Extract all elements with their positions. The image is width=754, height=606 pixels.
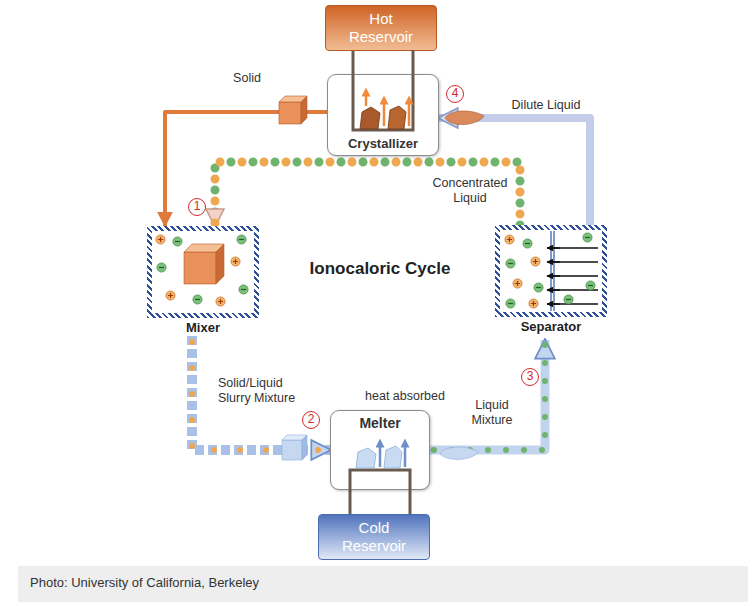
arrowhead [547, 289, 560, 291]
heat-note: heat absorbed [355, 389, 455, 404]
callout-number: 4 [446, 85, 464, 103]
ice-cube [282, 440, 302, 460]
solid-cube [216, 244, 224, 284]
membrane [551, 231, 554, 311]
anion [534, 283, 543, 292]
cation [505, 235, 514, 244]
anion [523, 239, 532, 248]
hatched-frame [495, 225, 607, 317]
cation [529, 299, 538, 308]
liquid-blob [445, 111, 484, 125]
arrowhead [547, 247, 560, 249]
separator-box: Separator [495, 225, 607, 340]
anion [564, 295, 573, 304]
anion [193, 295, 202, 304]
anion [583, 233, 592, 242]
crystal [388, 106, 406, 129]
slurry-arrow [192, 336, 330, 450]
anion [239, 285, 248, 294]
mixer-box: Mixer [147, 226, 259, 336]
flow-label: Solid/Liquid Slurry Mixture [218, 376, 310, 406]
ice-piece [356, 448, 376, 468]
crystal [360, 107, 380, 129]
ion-beads [430, 340, 545, 450]
anion [157, 263, 166, 272]
flow-label: Dilute Liquid [505, 98, 587, 113]
cation [166, 291, 175, 300]
node-label: Hot Reservoir [342, 10, 420, 46]
node-label: Separator [495, 319, 607, 334]
ice-cube [282, 435, 307, 440]
arrowhead [547, 303, 560, 305]
heat-exchanger-pipe [350, 470, 410, 514]
heat-arrow [408, 100, 411, 126]
node-label: Mixer [147, 320, 259, 335]
flow-label: Liquid Mixture [462, 398, 522, 428]
anion [506, 259, 515, 268]
cation [156, 235, 165, 244]
callout-number: 3 [521, 368, 539, 386]
liquid-mixture-arrow [430, 340, 545, 450]
node-label: Melter [331, 415, 429, 431]
anion [237, 235, 246, 244]
heat-pipe [352, 51, 355, 74]
ion-beads [215, 162, 520, 226]
photo-credit: Photo: University of California, Berkele… [18, 566, 748, 602]
ice-piece [384, 446, 402, 468]
dilute-liquid-arrow [439, 118, 590, 225]
cold-reservoir: Cold Reservoir [318, 514, 430, 560]
ice-cube [302, 435, 307, 460]
anion [506, 299, 515, 308]
heat-pipe [349, 490, 352, 514]
heat-arrow [379, 443, 382, 467]
crystallizer-box: Crystallizer [327, 74, 439, 156]
anion [173, 237, 182, 246]
cation [216, 297, 225, 306]
arrowhead [547, 275, 560, 277]
flow-label: Concentrated Liquid [425, 176, 515, 206]
cation [231, 257, 240, 266]
hatched-frame [147, 226, 259, 318]
flow-label: Solid [227, 71, 267, 86]
concentrated-liquid-arrow [215, 162, 520, 226]
ion-beads [192, 336, 330, 450]
solid-flow-arrow [165, 112, 327, 226]
anion [586, 281, 595, 290]
callout-number: 2 [302, 411, 320, 429]
solid-cube [279, 102, 301, 124]
melter-box: Melter [330, 410, 430, 490]
solid-cube [184, 244, 224, 252]
solid-cube [301, 96, 307, 124]
liquid-blob [440, 447, 478, 459]
heat-arrow [365, 92, 368, 106]
ion-flow-arrows [548, 248, 598, 304]
solid-cube [279, 96, 307, 102]
solid-cube [184, 252, 216, 284]
cation [531, 257, 540, 266]
arrowhead [547, 261, 560, 263]
callout-number: 1 [188, 198, 206, 216]
heat-exchanger-pipe [353, 50, 413, 130]
diagram-title: Ionocaloric Cycle [290, 259, 470, 279]
cation [513, 279, 522, 288]
node-label: Crystallizer [328, 136, 438, 151]
heat-arrow [404, 443, 407, 467]
hot-reservoir: Hot Reservoir [325, 5, 437, 51]
node-label: Cold Reservoir [335, 519, 413, 555]
heat-arrow [383, 100, 386, 126]
